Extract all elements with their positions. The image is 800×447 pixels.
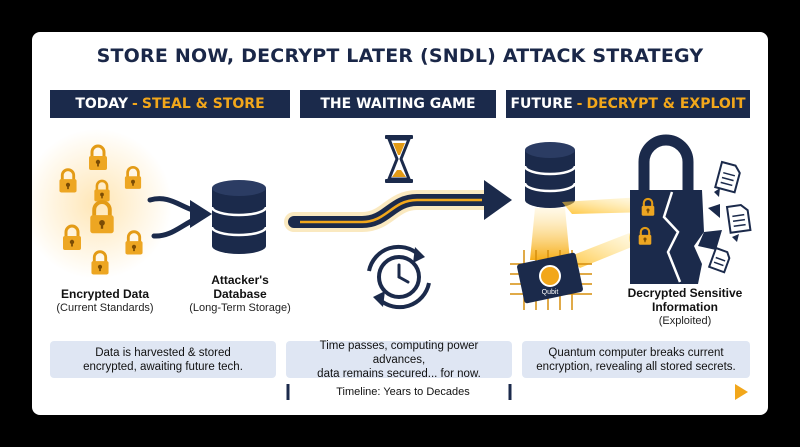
timeline-label: Timeline: Years to Decades [328,386,478,398]
page-title: STORE NOW, DECRYPT LATER (SNDL) ATTACK S… [96,45,704,67]
timeline-arrowhead [735,384,748,400]
encrypted-data-label: Encrypted Data (Current Standards) [56,287,154,314]
future-database-icon [523,142,577,208]
document-icon [714,160,741,194]
chip-label: Qubit [542,289,559,296]
clock-icon [367,244,431,310]
hourglass-icon [385,135,413,183]
document-icon [707,246,731,274]
encrypted-locks-cluster [32,129,172,279]
diagram-graphics: Qubit [32,129,752,400]
quantum-chip: Qubit [510,250,592,310]
header-today: TODAY-STEAL & STORE [50,90,290,118]
waiting-description: Time passes, computing power advances,da… [286,340,512,380]
decrypted-info-label: Decrypted Sensitive Information (Exploit… [627,286,743,327]
header-future: FUTURE-DECRYPT & EXPLOIT [506,90,750,118]
broken-padlock-icon [630,134,722,284]
document-icon [725,204,752,234]
database-icon [210,180,268,254]
harvest-arrow [147,196,212,239]
infographic-card: STORE NOW, DECRYPT LATER (SNDL) ATTACK S… [32,32,768,415]
header-waiting: THE WAITING GAME [300,90,496,118]
database-label: Attacker's Database (Long-Term Storage) [189,273,291,314]
waiting-arrow [284,180,512,232]
